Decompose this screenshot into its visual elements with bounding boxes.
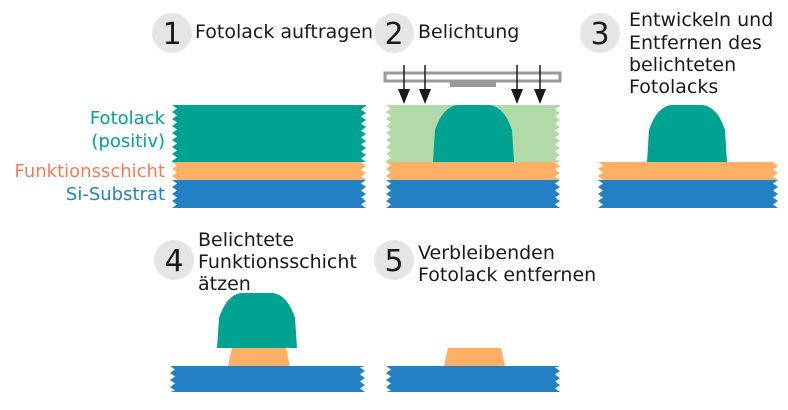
step-caption: Entwickeln und	[629, 9, 773, 31]
step-number: 4	[164, 244, 183, 279]
developed-photoresist	[647, 105, 727, 162]
legend-functional-layer: Funktionsschicht	[14, 161, 165, 182]
arrow-down-icon	[511, 89, 523, 104]
substrate-layer	[386, 366, 560, 392]
photoresist-layer	[172, 105, 366, 162]
step-number-circle	[154, 240, 194, 280]
step-caption: Belichtung	[418, 21, 519, 43]
step-number: 3	[590, 17, 609, 52]
functional-layer	[172, 162, 366, 180]
step-number-circle	[580, 13, 620, 53]
step-caption: Fotolacks	[629, 76, 718, 98]
arrow-down-icon	[398, 89, 410, 104]
substrate-layer	[598, 180, 778, 208]
step-number-circle	[374, 13, 414, 53]
step-number: 5	[384, 244, 403, 279]
legend-substrate: Si-Substrat	[66, 184, 165, 205]
step-5: 5 Verbleibenden Fotolack entfernen	[374, 240, 596, 286]
step-number: 1	[162, 17, 181, 52]
arrow-down-icon	[419, 89, 431, 104]
step-caption: Funktionsschicht	[198, 251, 357, 273]
legend-photoresist: Fotolack	[90, 108, 166, 129]
step-caption: Verbleibenden	[418, 242, 555, 264]
step-caption: Entfernen des	[629, 32, 762, 54]
step-number-circle	[152, 13, 192, 53]
patterned-functional-layer	[444, 348, 505, 366]
unexposed-photoresist	[433, 105, 514, 162]
step-number-circle	[374, 240, 414, 280]
functional-layer	[598, 162, 778, 180]
step-4: 4 Belichtete Funktionsschicht ätzen	[154, 229, 357, 295]
photomask	[383, 71, 562, 83]
substrate-layer	[170, 366, 365, 392]
arrow-down-icon	[534, 89, 546, 104]
step-caption: Fotolack auftragen	[195, 21, 373, 43]
functional-layer	[386, 162, 560, 180]
substrate-layer	[386, 180, 560, 208]
step-3: 3 Entwickeln und Entfernen des belichtet…	[580, 9, 773, 98]
step-caption: ätzen	[198, 273, 251, 295]
step-1: 1 Fotolack auftragen	[152, 13, 373, 53]
step-caption: belichteten	[629, 54, 736, 76]
etched-functional-layer	[228, 348, 290, 366]
step-caption: Fotolack entfernen	[418, 264, 596, 286]
step-2: 2 Belichtung	[374, 13, 519, 53]
step-caption: Belichtete	[198, 229, 294, 251]
mask-pattern	[450, 82, 496, 87]
step-number: 2	[384, 17, 403, 52]
remaining-photoresist	[217, 293, 297, 348]
substrate-layer	[172, 180, 366, 208]
legend-photoresist-positive: (positiv)	[91, 131, 165, 152]
